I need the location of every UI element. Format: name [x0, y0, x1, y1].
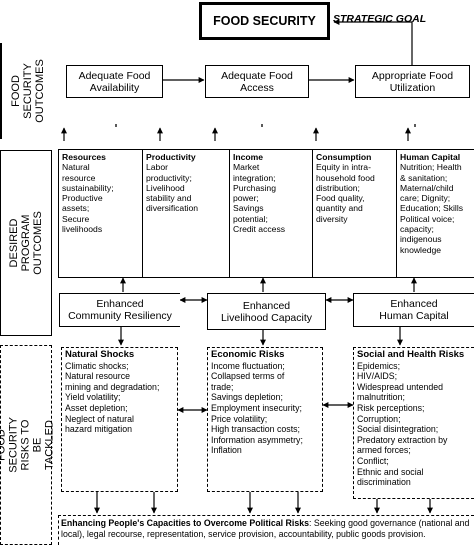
- enhanced-community-resiliency: Enhanced Community Resiliency: [59, 293, 180, 327]
- program-columns-frame: [58, 149, 474, 278]
- risk-heading: Social and Health Risks: [357, 349, 465, 360]
- program-text: Equity in intra- household food distribu…: [316, 162, 375, 224]
- risk-natural-shocks-content: Natural Shocks Climatic shocks; Natural …: [62, 349, 178, 435]
- program-heading: Productivity: [146, 152, 196, 162]
- risk-box-economic: [207, 347, 323, 492]
- side-label-outcomes-text: FOOD SECURITY OUTCOMES: [10, 59, 46, 123]
- program-text: Natural resource sustainability; Product…: [62, 162, 114, 235]
- side-label-program-text: DESIRED PROGRAM OUTCOMES: [8, 211, 44, 275]
- enhanced-livelihood-label: Enhanced Livelihood Capacity: [220, 299, 313, 324]
- side-label-risks-text: FOOD SECURITY RISKS TO BE TACKLED: [0, 417, 57, 473]
- risk-social-health-content: Social and Health Risks Epidemics; HIV/A…: [354, 349, 474, 488]
- political-heading: Enhancing People's Capacities to Overcom…: [61, 518, 310, 528]
- goal-title: FOOD SECURITY: [213, 14, 316, 28]
- political-risks-content: Enhancing People's Capacities to Overcom…: [61, 518, 472, 540]
- program-column-consumption: Consumption Equity in intra- household f…: [313, 151, 396, 224]
- side-label-risks-to-be-tackled: FOOD SECURITY RISKS TO BE TACKLED: [0, 345, 56, 545]
- program-text: Labor productivity; Livelihood stability…: [146, 162, 199, 214]
- outcome-access-label: Adequate Food Access: [221, 69, 293, 94]
- enhanced-human-capital: Enhanced Human Capital: [353, 293, 474, 327]
- enhanced-livelihood-capacity: Enhanced Livelihood Capacity: [207, 293, 326, 330]
- program-heading: Consumption: [316, 152, 372, 162]
- outcome-utilization-label: Appropriate Food Utilization: [371, 69, 454, 94]
- program-column-productivity: Productivity Labor productivity; Livelih…: [143, 151, 229, 214]
- program-heading: Income: [233, 152, 264, 162]
- risk-text: Climatic shocks; Natural resource mining…: [65, 360, 160, 435]
- program-column-human-capital: Human Capital Nutrition; Health & sanita…: [397, 151, 474, 255]
- risk-text: Income fluctuation; Collapsed terms of t…: [211, 360, 303, 456]
- side-label-food-security-outcomes: FOOD SECURITY OUTCOMES: [0, 43, 54, 139]
- program-heading: Resources: [62, 152, 106, 162]
- outcome-access: Adequate Food Access: [205, 65, 309, 98]
- program-text: Nutrition; Health & sanitation; Maternal…: [400, 162, 464, 255]
- risk-box-natural-shocks: [61, 347, 178, 492]
- outcome-availability-label: Adequate Food Availability: [78, 69, 151, 94]
- risk-heading: Economic Risks: [211, 349, 285, 360]
- risk-text: Epidemics; HIV/AIDS; Widespread untended…: [357, 360, 448, 488]
- outcome-availability: Adequate Food Availability: [66, 65, 163, 98]
- column-divider: [396, 149, 397, 278]
- risk-heading: Natural Shocks: [65, 349, 135, 360]
- side-label-desired-program-outcomes: DESIRED PROGRAM OUTCOMES: [0, 150, 52, 336]
- risk-box-social-health: [353, 347, 474, 499]
- food-security-goal-box: FOOD SECURITY: [199, 2, 330, 40]
- strategic-goal-label: STRATEGIC GOAL: [333, 13, 427, 25]
- enhanced-community-label: Enhanced Community Resiliency: [68, 298, 172, 322]
- program-text: Market integration; Purchasing power; Sa…: [233, 162, 286, 235]
- risk-economic-content: Economic Risks Income fluctuation; Colla…: [208, 349, 323, 456]
- program-column-resources: Resources Natural resource sustainabilit…: [59, 151, 142, 234]
- program-heading: Human Capital: [400, 152, 461, 162]
- political-risks-box: [58, 515, 474, 545]
- column-divider: [312, 149, 313, 278]
- column-divider: [229, 149, 230, 278]
- outcome-utilization: Appropriate Food Utilization: [355, 65, 470, 98]
- enhanced-human-label: Enhanced Human Capital: [379, 298, 449, 322]
- column-divider: [142, 149, 143, 278]
- political-text: : Seeking good governance (national and …: [61, 518, 470, 539]
- program-column-income: Income Market integration; Purchasing po…: [230, 151, 312, 234]
